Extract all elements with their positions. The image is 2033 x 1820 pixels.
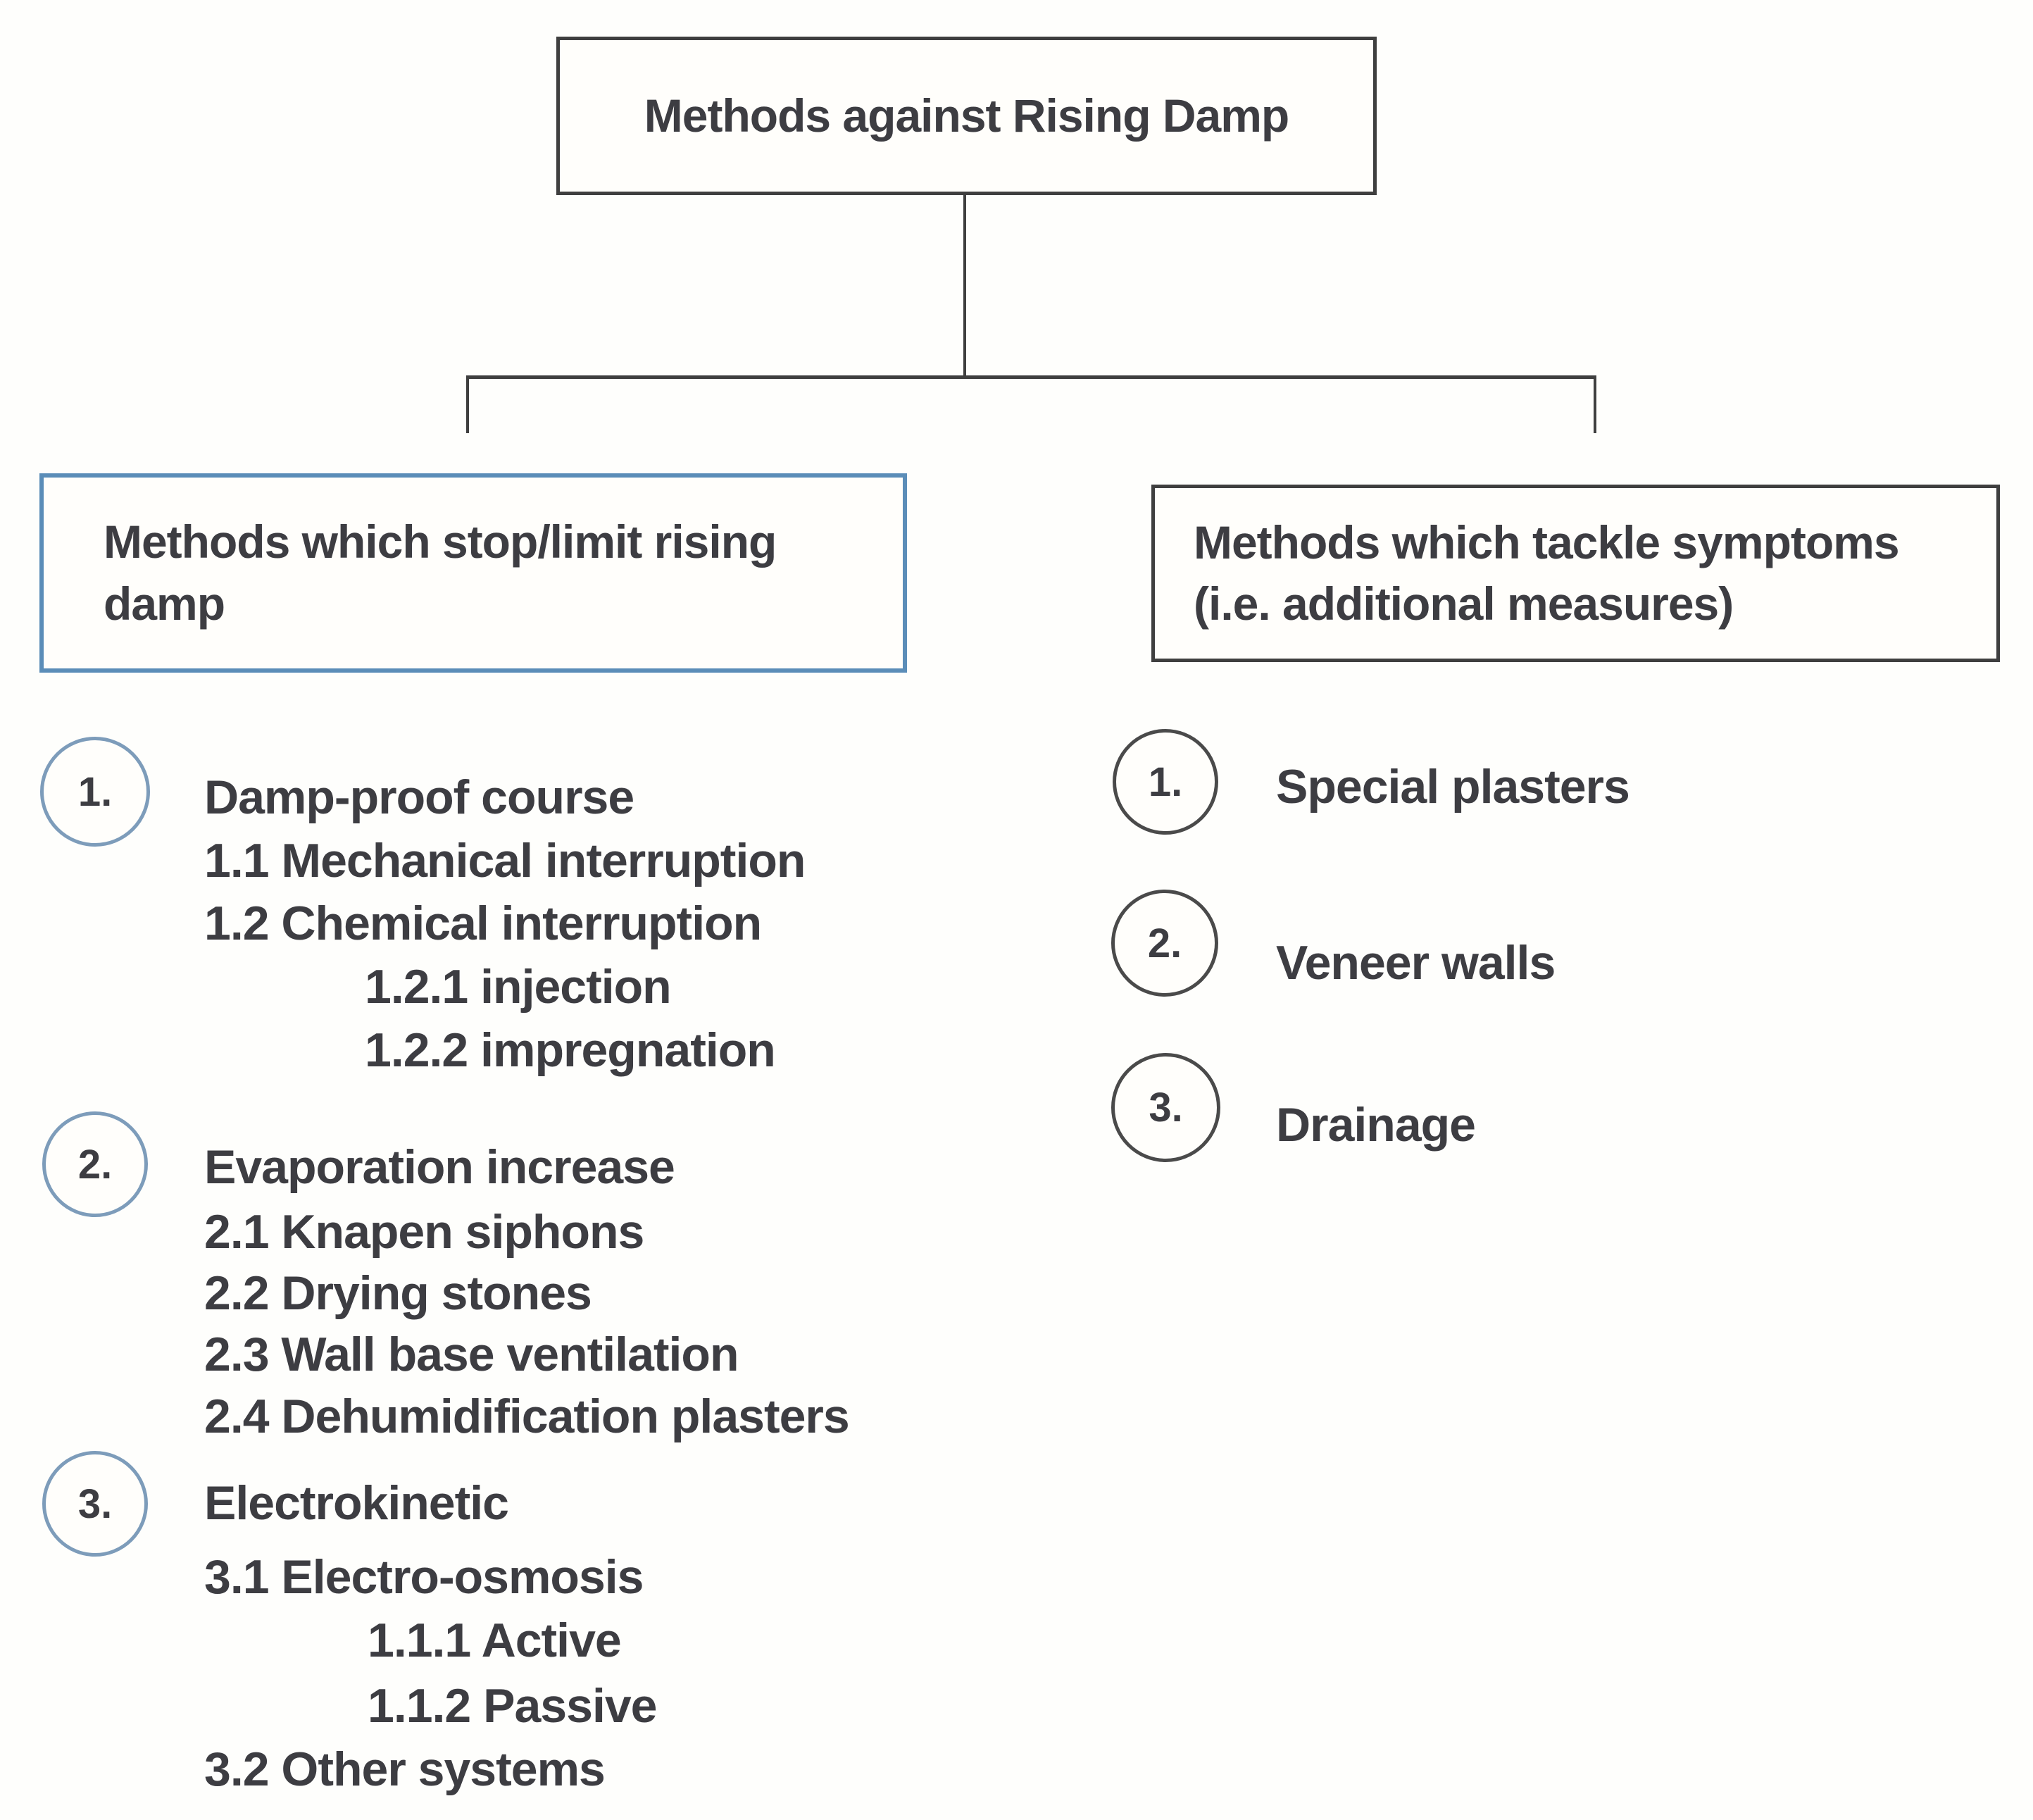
left-drop-line [466,375,469,433]
left-item-1-subsub-2: 1.2.2 impregnation [365,1023,776,1077]
left-item-3-subsub-2: 1.1.2 Passive [368,1679,657,1733]
right-item-2-number: 2. [1147,920,1182,966]
left-item-3-title: Electrokinetic [204,1476,509,1530]
left-item-1-sub-2: 1.2 Chemical interruption [204,897,762,950]
left-item-2-sub-4: 2.4 Dehumidification plasters [204,1390,850,1443]
left-item-2-sub-1: 2.1 Knapen siphons [204,1205,644,1259]
left-item-3-number: 3. [77,1481,113,1527]
left-item-1-sub-1: 1.1 Mechanical interruption [204,834,806,887]
branch-line [466,375,1596,379]
right-category-label: Methods which tackle symptoms (i.e. addi… [1194,516,1900,630]
right-drop-line [1594,375,1596,433]
left-item-3-badge: 3. [42,1451,148,1557]
left-item-3-sub-2: 3.2 Other systems [204,1743,606,1796]
right-item-3-badge: 3. [1111,1053,1220,1162]
right-item-1-label: Special plasters [1276,760,1630,814]
left-item-1-number: 1. [77,768,113,815]
left-item-2-badge: 2. [42,1111,148,1217]
right-item-3-label: Drainage [1276,1098,1476,1152]
right-item-2-label: Veneer walls [1276,936,1556,990]
root-node: Methods against Rising Damp [556,37,1377,195]
left-item-1-title: Damp-proof course [204,771,634,824]
trunk-line [963,195,966,377]
left-item-2-sub-2: 2.2 Drying stones [204,1266,592,1320]
left-item-3-subsub-1: 1.1.1 Active [368,1614,622,1667]
left-item-2-number: 2. [77,1141,113,1188]
left-item-1-subsub-1: 1.2.1 injection [365,960,672,1014]
left-item-1-badge: 1. [40,737,150,847]
left-category-box: Methods which stop/limit rising damp [39,473,907,673]
right-item-1-badge: 1. [1113,729,1218,835]
right-category-box: Methods which tackle symptoms (i.e. addi… [1151,485,2000,662]
right-item-2-badge: 2. [1111,890,1218,997]
left-item-2-sub-3: 2.3 Wall base ventilation [204,1328,739,1381]
right-item-1-number: 1. [1148,759,1183,805]
root-node-label: Methods against Rising Damp [644,89,1289,142]
left-category-label: Methods which stop/limit rising damp [104,516,777,630]
left-item-2-title: Evaporation increase [204,1140,675,1194]
left-item-3-sub-1: 3.1 Electro-osmosis [204,1550,644,1604]
right-item-3-number: 3. [1149,1085,1183,1130]
